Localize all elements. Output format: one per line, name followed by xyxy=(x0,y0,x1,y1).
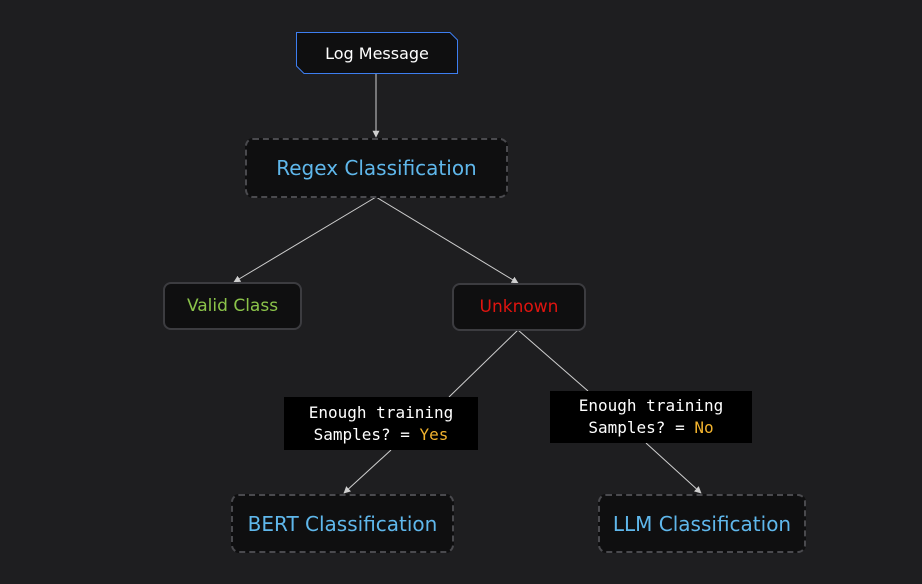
decision-yes-answer: Yes xyxy=(419,424,449,444)
llm-classification-label: LLM Classification xyxy=(612,511,792,536)
decision-no-label: Enough training Samples? = No xyxy=(550,391,752,443)
llm-classification-node: LLM Classification xyxy=(598,494,806,553)
edge-regex-to-unknown xyxy=(375,196,519,284)
decision-no-answer: No xyxy=(694,418,714,437)
decision-yes-question: Samples? = xyxy=(313,424,420,444)
decision-yes-line1: Enough training xyxy=(308,402,454,422)
regex-classification-node: Regex Classification xyxy=(245,138,508,198)
bert-classification-node: BERT Classification xyxy=(231,494,454,553)
edge-unknown-to-no xyxy=(517,329,589,392)
decision-yes-label: Enough training Samples? = Yes xyxy=(284,397,478,450)
edge-no-to-llm xyxy=(645,442,702,494)
bert-classification-label: BERT Classification xyxy=(247,511,438,536)
decision-no-question: Samples? = xyxy=(588,418,695,437)
log-message-outline xyxy=(296,32,458,74)
edge-unknown-to-yes xyxy=(448,329,519,398)
edge-regex-to-valid xyxy=(233,196,377,283)
log-message-node: Log Message xyxy=(296,32,458,74)
regex-classification-label: Regex Classification xyxy=(276,156,477,180)
decision-no-line1: Enough training xyxy=(578,396,724,415)
decision-no-line2: Samples? = No xyxy=(588,417,713,439)
unknown-node: Unknown xyxy=(452,283,586,331)
decision-yes-line2: Samples? = Yes xyxy=(314,424,449,446)
unknown-label: Unknown xyxy=(479,297,559,317)
edge-yes-to-bert xyxy=(343,449,392,494)
log-message-label: Log Message xyxy=(325,43,429,63)
valid-class-node: Valid Class xyxy=(163,282,302,330)
valid-class-label: Valid Class xyxy=(186,296,279,316)
